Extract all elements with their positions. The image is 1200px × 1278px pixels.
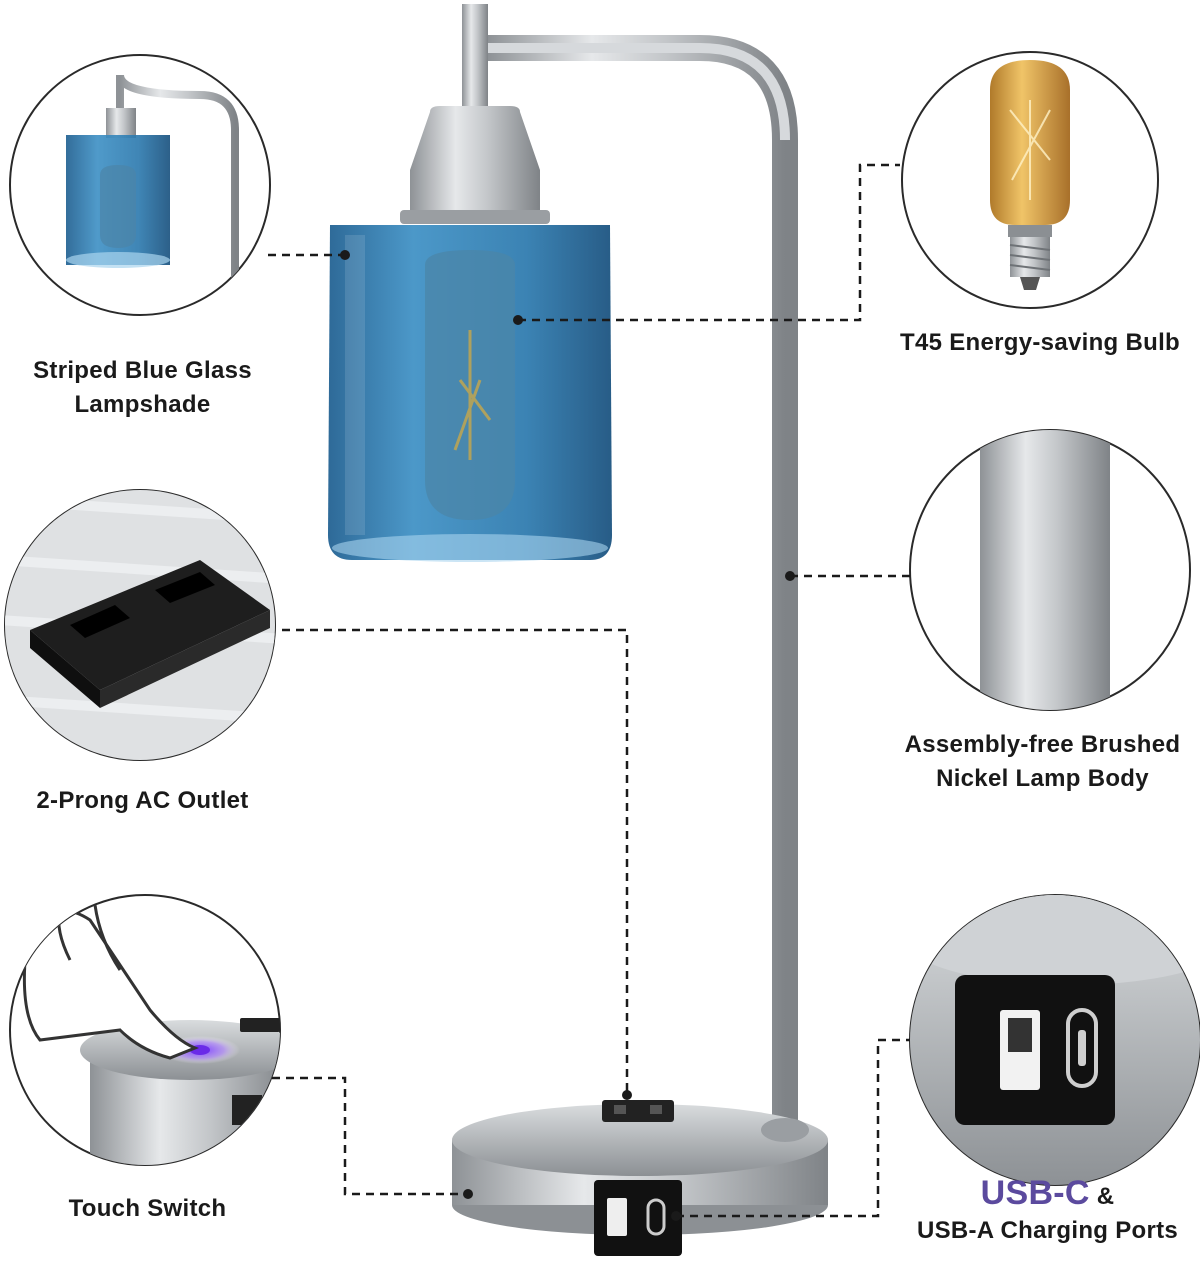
usb-label-line2: USB-A Charging Ports [916, 1217, 1179, 1244]
socket-cap [410, 106, 540, 215]
lampshade-label-line1: Striped Blue Glass [33, 357, 252, 384]
lampshade-detail-circle [9, 54, 271, 316]
stem-top [462, 4, 488, 114]
bulb-label: T45 Energy-saving Bulb [880, 326, 1200, 360]
outlet-plate [30, 560, 270, 690]
bulb-label-line1: T45 Energy-saving Bulb [900, 329, 1180, 356]
usb-ampersand: & [1096, 1183, 1115, 1210]
outlet-label-line1: 2-Prong AC Outlet [36, 787, 249, 814]
base-ac-outlet [602, 1100, 674, 1122]
body-label: Assembly-free Brushed Nickel Lamp Body [885, 728, 1200, 796]
usb-label-line1: USB-C & [895, 1176, 1200, 1214]
body-label-line2: Nickel Lamp Body [936, 765, 1149, 792]
lamp-main [328, 4, 828, 1256]
usb-c-accent: USB-C [980, 1174, 1090, 1212]
outlet-detail-circle [4, 489, 276, 761]
connectors [268, 163, 910, 1218]
switch-label-line1: Touch Switch [68, 1195, 227, 1222]
bulb-detail-circle [901, 51, 1159, 309]
usb-detail-circle [909, 894, 1200, 1186]
lampshade-label-line2: Lampshade [74, 391, 211, 418]
body-label-line1: Assembly-free Brushed [904, 731, 1181, 758]
lampshade-label: Striped Blue Glass Lampshade [10, 354, 275, 422]
usb-label: USB-C & USB-A Charging Ports [895, 1176, 1200, 1248]
connector-dots [340, 250, 795, 1221]
switch-detail-circle [9, 894, 281, 1166]
outlet-label: 2-Prong AC Outlet [0, 784, 285, 818]
body-detail-circle [909, 429, 1191, 711]
nickel-tube [980, 430, 1110, 710]
switch-label: Touch Switch [10, 1192, 285, 1226]
